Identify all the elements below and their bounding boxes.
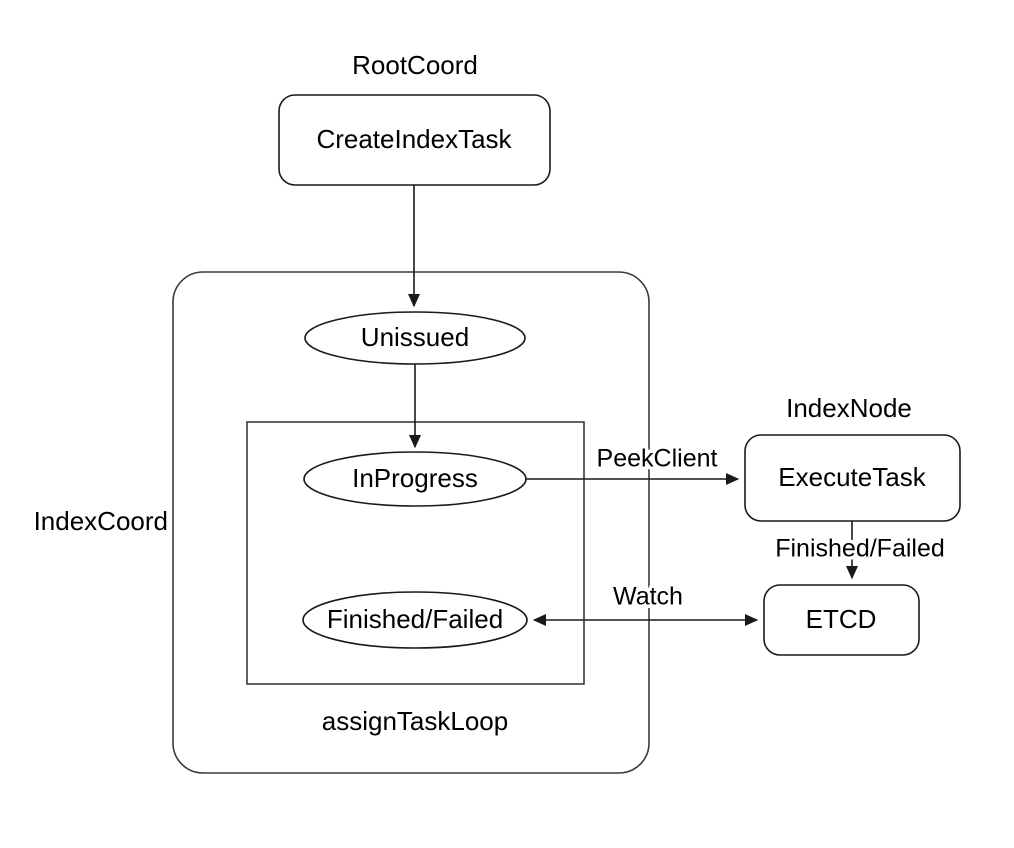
nodes: CreateIndexTaskUnissuedInProgressFinishe…	[278, 94, 961, 656]
node-shape-unissued[interactable]	[304, 311, 526, 365]
edge-label-inprogress-to-executetask: PeekClient	[597, 445, 718, 473]
node-shape-execute-task[interactable]	[744, 434, 961, 522]
edge-label-halo-executetask-to-etcd: Finished/Failed	[775, 535, 945, 563]
node-label-execute-task: ExecuteTask	[778, 462, 926, 492]
node-label-create-index-task: CreateIndexTask	[316, 124, 512, 154]
group-label-rootcoord: RootCoord	[352, 50, 478, 80]
edge-label-halo-inprogress-to-executetask: PeekClient	[597, 445, 718, 473]
edges: PeekClientPeekClientFinished/FailedFinis…	[408, 185, 948, 626]
node-shape-etcd[interactable]	[763, 584, 920, 656]
group-container-indexcoord	[172, 271, 650, 774]
node-shape-finished-failed-state[interactable]	[302, 591, 528, 649]
edge-label-halo-etcd-watch-finished: Watch	[613, 583, 683, 611]
node-label-finished-failed-state: Finished/Failed	[327, 604, 503, 634]
edge-label-executetask-to-etcd: Finished/Failed	[775, 535, 945, 563]
group-label-indexnode: IndexNode	[786, 393, 912, 423]
group-label-indexcoord: IndexCoord	[34, 506, 168, 536]
node-label-etcd: ETCD	[806, 604, 877, 634]
node-shape-in-progress[interactable]	[303, 451, 527, 507]
node-shape-create-index-task[interactable]	[278, 94, 551, 186]
node-label-in-progress: InProgress	[352, 463, 478, 493]
edge-label-etcd-watch-finished: Watch	[613, 583, 683, 611]
group-label-assigntaskloop: assignTaskLoop	[322, 706, 508, 736]
node-label-unissued: Unissued	[361, 322, 469, 352]
